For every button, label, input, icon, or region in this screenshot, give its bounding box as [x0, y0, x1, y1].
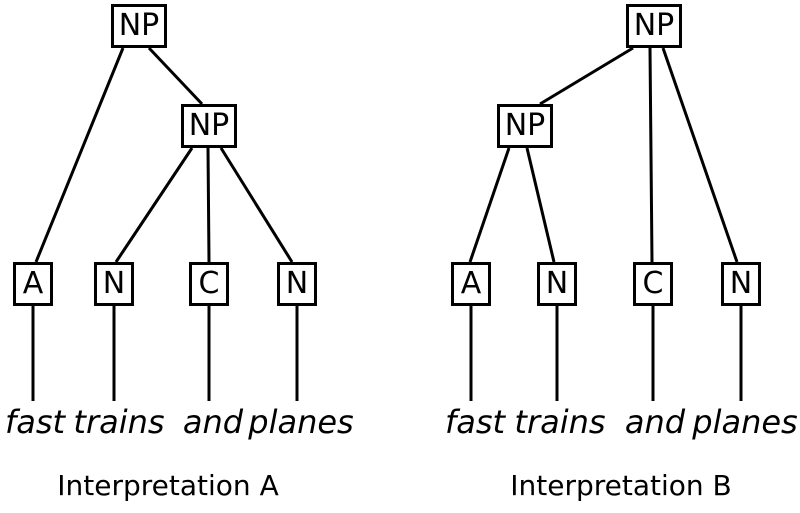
- tree-a-word-planes: planes: [248, 403, 354, 441]
- edge-a-inner-to-n2: [219, 147, 294, 263]
- caption-interpretation-a: Interpretation A: [57, 469, 279, 502]
- tree-b-word-planes: planes: [692, 403, 798, 441]
- tree-a-leaf-n1-node: N: [94, 262, 134, 306]
- tree-b-leaf-n1-node: N: [537, 262, 577, 306]
- tree-b-leaf-c-node: C: [633, 262, 673, 306]
- tree-b-leaf-n2-node: N: [721, 262, 761, 306]
- edge-b-inner-to-a: [468, 147, 511, 263]
- tree-b-root-np-node: NP: [626, 4, 682, 48]
- tree-a-inner-np-node: NP: [181, 104, 237, 148]
- tree-b-inner-np-node: NP: [497, 104, 553, 148]
- tree-a-word-fast: fast: [4, 403, 66, 441]
- tree-a-root-np-node: NP: [111, 4, 167, 48]
- edge-b-root-to-n2: [661, 47, 739, 263]
- edge-a-inner-to-n1: [114, 147, 194, 263]
- tree-a-leaf-c-node: C: [189, 262, 229, 306]
- caption-interpretation-b: Interpretation B: [510, 469, 732, 502]
- tree-b-word-trains: trains: [514, 403, 606, 441]
- tree-b-word-fast: fast: [444, 403, 506, 441]
- edge-a-root-to-inner: [147, 46, 204, 106]
- tree-a-leaf-a-node: A: [13, 262, 53, 306]
- edge-b-root-to-inner: [539, 46, 634, 106]
- edge-b-inner-to-n1: [525, 147, 556, 263]
- edge-b-root-to-c: [648, 47, 654, 263]
- tree-b-leaf-a-node: A: [451, 262, 491, 306]
- edge-a-root-to-a: [34, 47, 125, 263]
- tree-b-word-and: and: [624, 403, 686, 441]
- tree-a-word-trains: trains: [73, 403, 165, 441]
- tree-a-leaf-n2-node: N: [277, 262, 317, 306]
- edge-a-inner-to-c: [206, 147, 211, 263]
- tree-a-word-and: and: [182, 403, 244, 441]
